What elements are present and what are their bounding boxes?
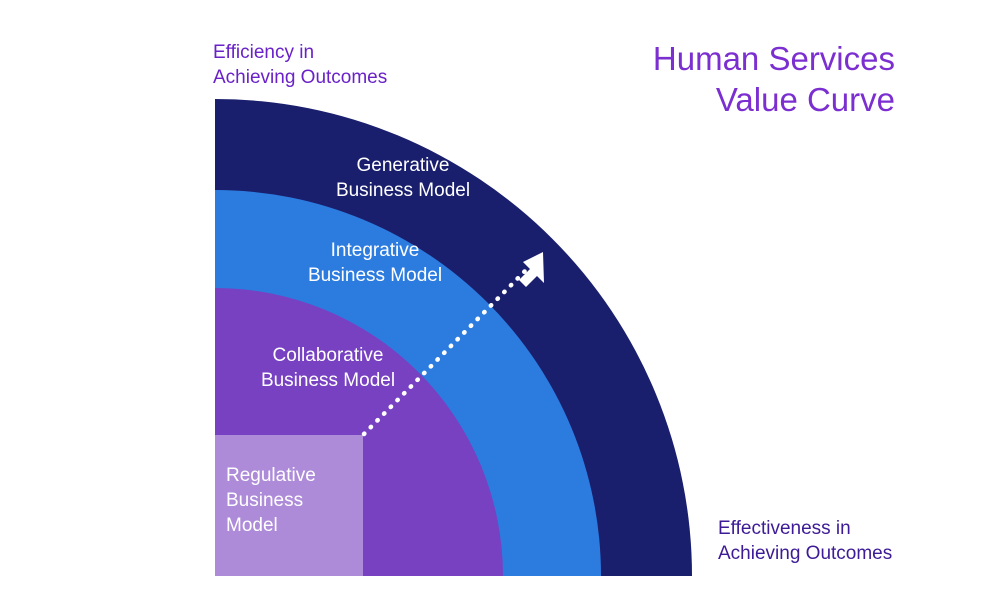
maturity-progression-arrow xyxy=(361,252,544,437)
band-label-integrative: Integrative Business Model xyxy=(307,240,443,286)
band-label-collaborative: Collaborative Business Model xyxy=(260,345,396,391)
page-title: Human Services Value Curve xyxy=(652,40,895,118)
band-label-generative: Generative Business Model xyxy=(335,155,471,201)
arrow-shaft xyxy=(361,265,531,437)
band-shape-regulative xyxy=(215,435,363,576)
arrow-head-icon xyxy=(519,252,544,287)
y-axis-label: Efficiency in Achieving Outcomes xyxy=(213,42,388,88)
x-axis-label: Effectiveness in Achieving Outcomes xyxy=(718,518,893,564)
band-label-regulative: Regulative Business Model xyxy=(226,465,316,536)
